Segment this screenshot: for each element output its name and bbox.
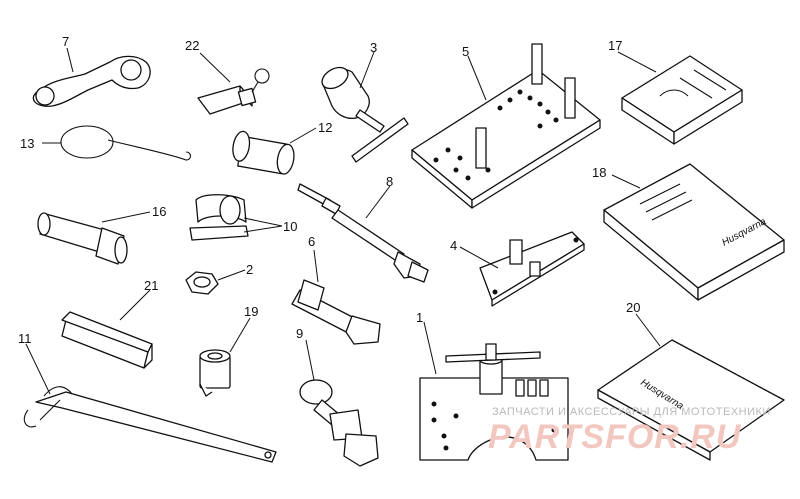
label-18: 18 (592, 165, 606, 180)
part-6-bolt (291, 279, 381, 345)
label-1: 1 (416, 310, 423, 325)
part-10-shells (189, 194, 249, 241)
part-2-nut (185, 271, 219, 295)
label-7: 7 (62, 34, 69, 49)
label-17: 17 (608, 38, 622, 53)
part-1-fixture (419, 343, 569, 461)
part-8-long-bolt (297, 183, 429, 283)
part-11-wrench (23, 386, 277, 463)
part-9-stepped-bolt (299, 379, 379, 467)
label-9: 9 (296, 326, 303, 341)
label-21: 21 (144, 278, 158, 293)
label-3: 3 (370, 40, 377, 55)
label-4: 4 (450, 238, 457, 253)
label-10: 10 (283, 219, 297, 234)
part-5-plate (411, 43, 601, 209)
label-8: 8 (386, 174, 393, 189)
part-4-bracket (479, 231, 585, 307)
part-13-ring (60, 125, 192, 161)
part-16-socket (37, 212, 128, 265)
label-19: 19 (244, 304, 258, 319)
label-2: 2 (246, 262, 253, 277)
part-22-keyfob (197, 68, 270, 115)
part-7-spanner (32, 55, 151, 107)
watermark-tagline: ЗАПЧАСТИ И АКСЕССУАРЫ ДЛЯ МОТОТЕХНИКИ (492, 406, 771, 418)
label-16: 16 (152, 204, 166, 219)
part-19-pin (199, 349, 231, 397)
part-20-notebook: Husqvarna (597, 339, 785, 461)
label-5: 5 (462, 44, 469, 59)
part-17-booklet (621, 55, 743, 145)
watermark-brand: PARTSFOR.RU (488, 418, 742, 456)
label-11: 11 (18, 331, 32, 346)
part-3-puller (321, 66, 409, 163)
label-20: 20 (626, 300, 640, 315)
part-12-sleeve (232, 130, 295, 175)
part-18-manual: Husqvarna (603, 163, 785, 301)
label-6: 6 (308, 234, 315, 249)
label-12: 12 (318, 120, 332, 135)
label-13: 13 (20, 136, 34, 151)
part-21-hexbar (61, 311, 153, 369)
label-22: 22 (185, 38, 199, 53)
